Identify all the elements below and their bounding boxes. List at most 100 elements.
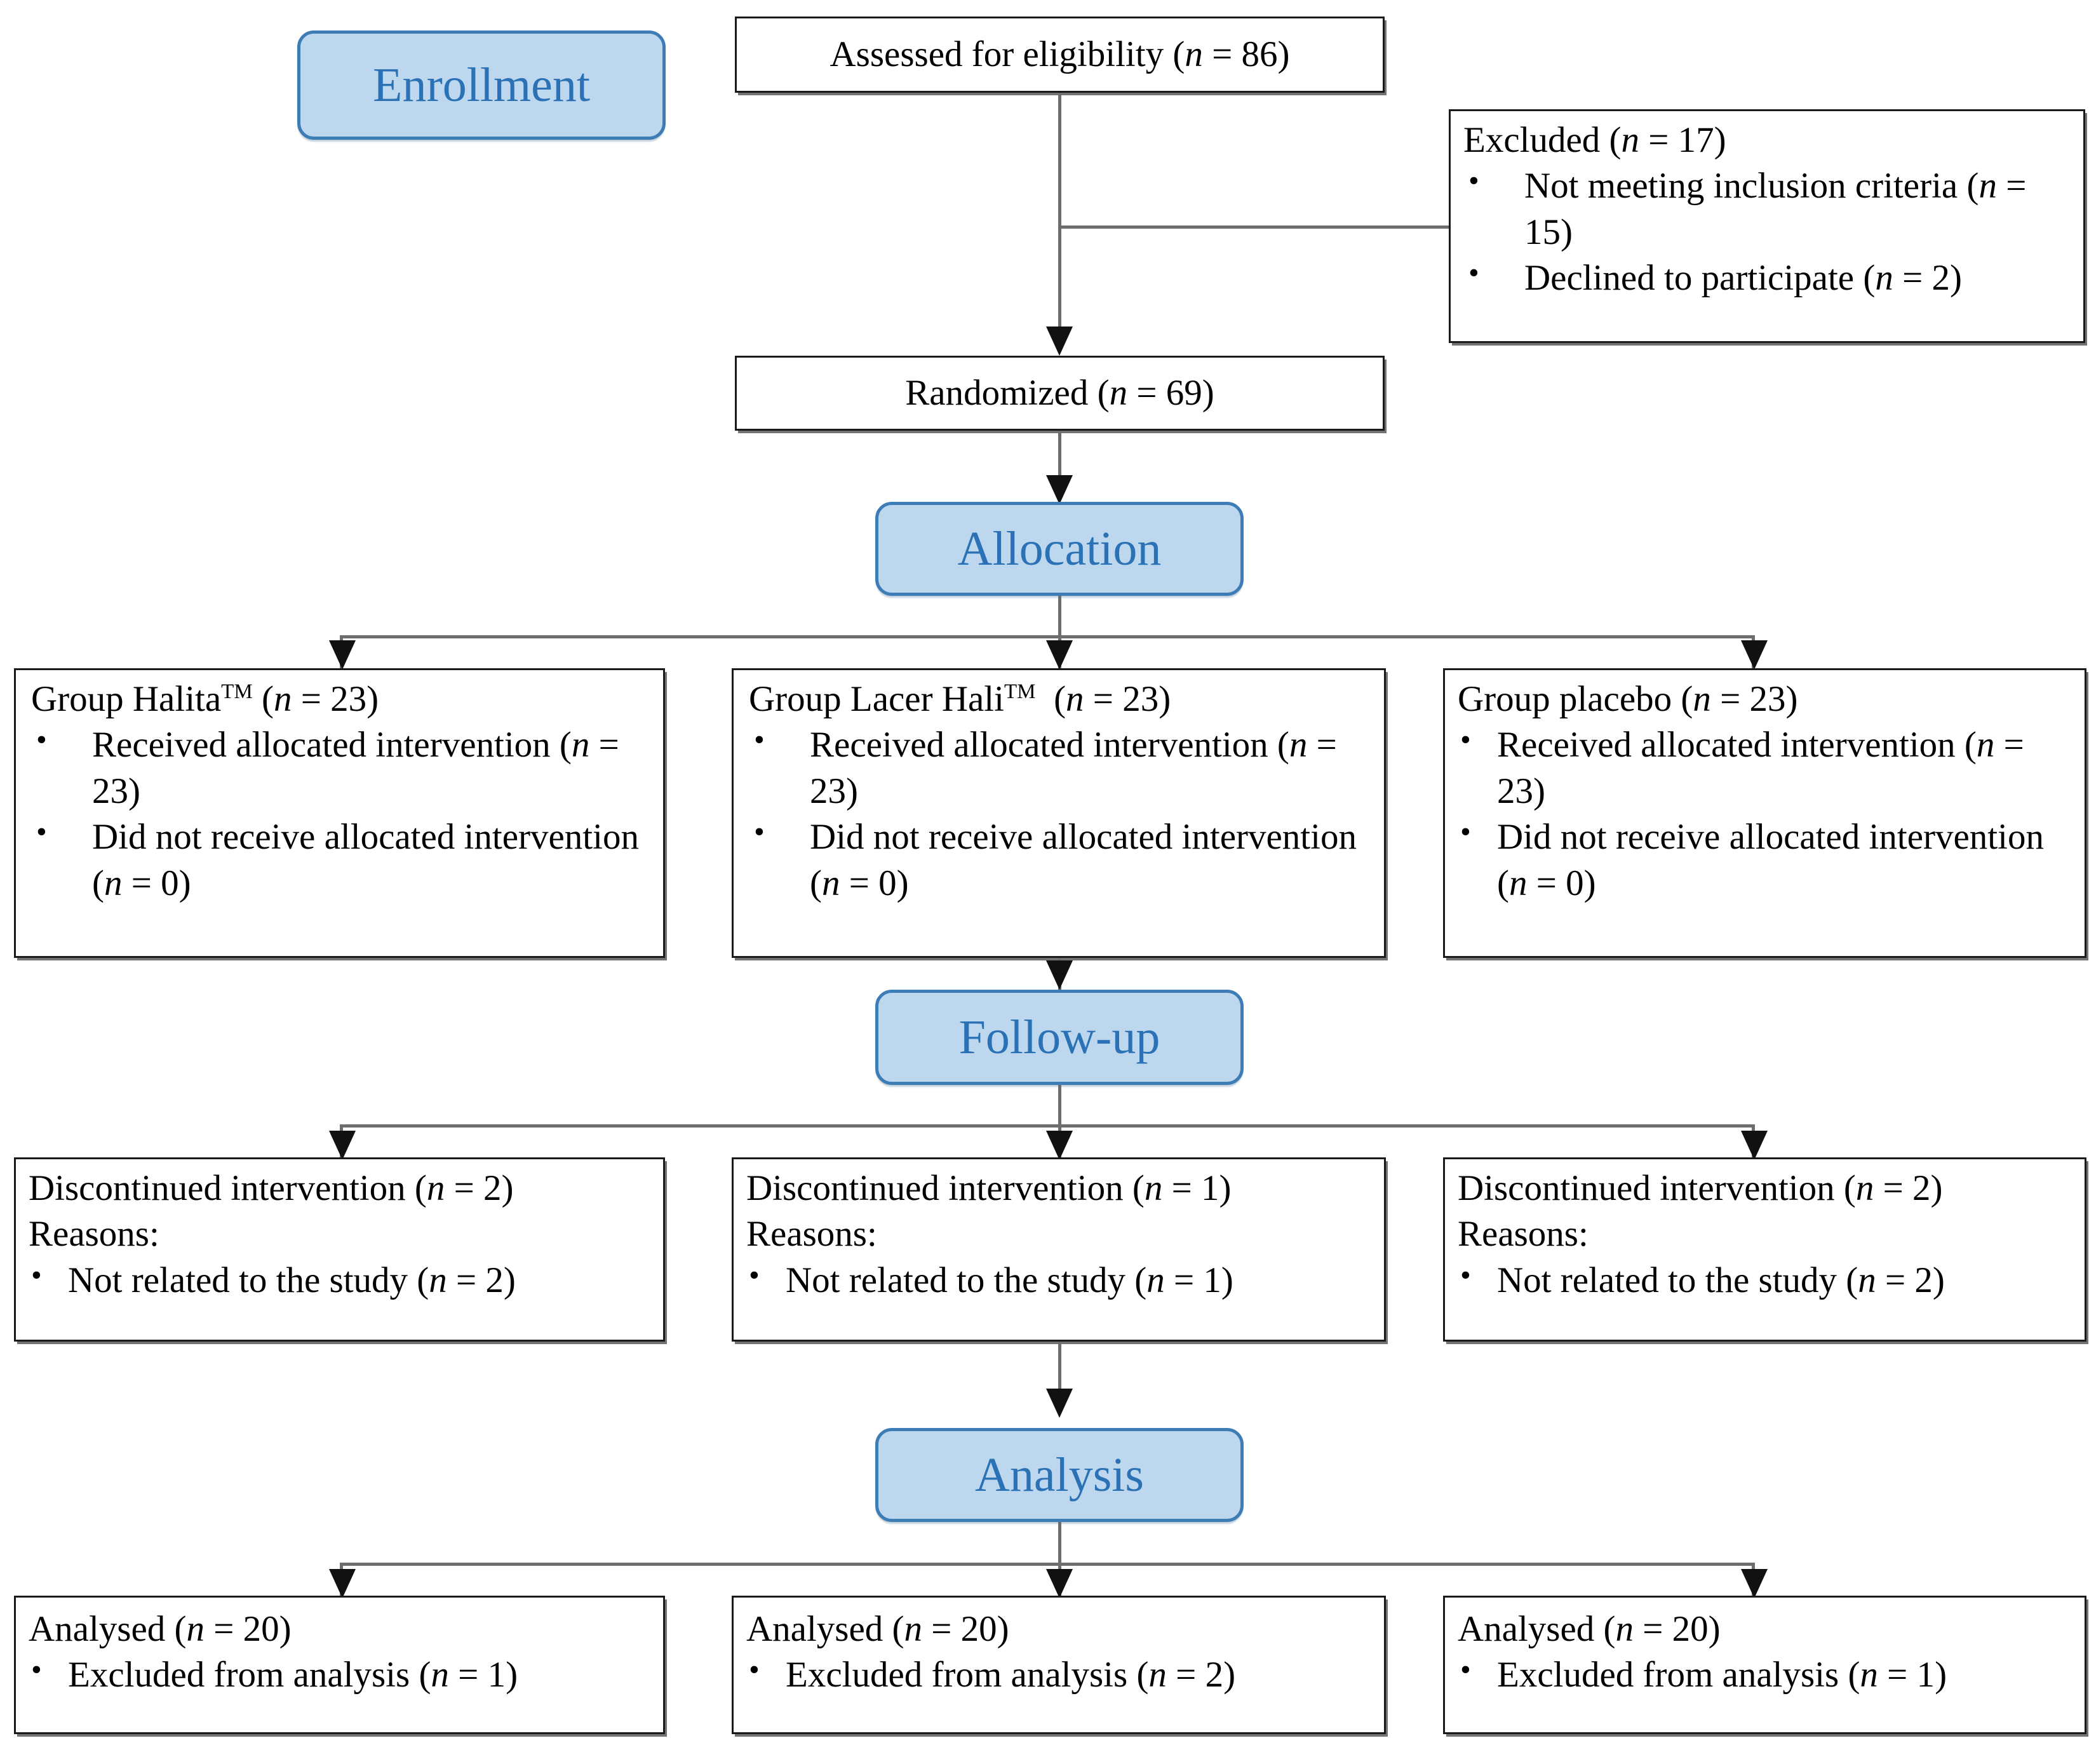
- arrowhead-analysis-right: [1741, 1569, 1768, 1598]
- followup-1-list: Not related to the study (n = 2): [29, 1256, 654, 1303]
- arrowhead-followup-right: [1741, 1131, 1768, 1160]
- arrowhead-analysis-center: [1046, 1569, 1073, 1598]
- list-item: Did not receive allocated intervention (…: [1458, 813, 2076, 906]
- followup-2-n: 1: [1201, 1168, 1219, 1208]
- arrowhead-allocation-left: [329, 640, 356, 670]
- arrowhead-followup-center: [1046, 1131, 1073, 1160]
- list-item: Not related to the study (n = 2): [1458, 1256, 2076, 1303]
- arrowhead-allocation: [1046, 475, 1073, 504]
- connector-allocation-stem: [1058, 596, 1061, 672]
- connector-analysis-stem: [1058, 1522, 1061, 1599]
- connector-assessed-to-excluded: [1058, 226, 1451, 229]
- analysis-2-heading: Analysed (n = 20): [746, 1609, 1009, 1649]
- followup-3-list: Not related to the study (n = 2): [1458, 1256, 2076, 1303]
- list-item: Not meeting inclusion criteria (n = 15): [1463, 162, 2072, 255]
- box-analysis-group-3: Analysed (n = 20) Excluded from analysis…: [1443, 1596, 2086, 1734]
- list-item: Excluded from analysis (n = 2): [746, 1651, 1375, 1698]
- followup-1-reasons-label: Reasons:: [29, 1214, 159, 1255]
- followup-3-heading: Discontinued intervention (n = 2): [1458, 1168, 1943, 1208]
- arrowhead-randomized: [1046, 327, 1073, 356]
- followup-2-reasons-label: Reasons:: [746, 1214, 877, 1255]
- box-allocation-group-2: Group Lacer HaliTM (n = 23) Received all…: [732, 668, 1386, 958]
- stage-badge-followup: Follow-up: [875, 990, 1244, 1085]
- assessed-text: Assessed for eligibility (n = 86): [830, 34, 1290, 74]
- followup-3-n: 2: [1912, 1168, 1931, 1208]
- allocation-group-1-heading: Group HalitaTM (n = 23): [31, 679, 379, 719]
- connector-followup-stem: [1058, 1085, 1061, 1162]
- box-analysis-group-2: Analysed (n = 20) Excluded from analysis…: [732, 1596, 1386, 1734]
- assessed-n: 86: [1241, 34, 1278, 74]
- followup-1-n: 2: [483, 1168, 502, 1208]
- analysis-3-excluded-n: 1: [1916, 1655, 1935, 1695]
- stage-badge-followup-label: Follow-up: [958, 1010, 1160, 1064]
- allocation-group-2-heading: Group Lacer HaliTM (n = 23): [749, 679, 1171, 719]
- arrowhead-followup: [1046, 960, 1073, 990]
- arrowhead-followup-left: [329, 1131, 356, 1160]
- stage-badge-allocation: Allocation: [875, 502, 1244, 596]
- followup-3-reasons-label: Reasons:: [1458, 1214, 1589, 1255]
- allocation-group-2-list: Received allocated intervention (n = 23)…: [749, 721, 1375, 906]
- list-item: Excluded from analysis (n = 1): [1458, 1651, 2076, 1698]
- followup-2-heading: Discontinued intervention (n = 1): [746, 1168, 1232, 1208]
- analysis-2-list: Excluded from analysis (n = 2): [746, 1651, 1375, 1698]
- box-excluded: Excluded (n = 17) Not meeting inclusion …: [1449, 109, 2085, 343]
- analysis-2-n: 20: [960, 1609, 997, 1649]
- connector-randomized-to-allocation: [1058, 431, 1061, 489]
- stage-badge-enrollment: Enrollment: [297, 30, 666, 140]
- list-item: Not related to the study (n = 2): [29, 1256, 654, 1303]
- analysis-1-excluded-n: 1: [487, 1655, 506, 1695]
- box-allocation-group-3: Group placebo (n = 23) Received allocate…: [1443, 668, 2086, 958]
- stage-badge-analysis: Analysis: [875, 1428, 1244, 1522]
- allocation-group-2-n: 23: [1122, 679, 1159, 719]
- excluded-heading: Excluded (n = 17): [1463, 120, 1726, 160]
- allocation-group-1-n: 23: [330, 679, 367, 719]
- connector-followup-bus: [340, 1124, 1755, 1128]
- excluded-reason-list: Not meeting inclusion criteria (n = 15) …: [1463, 162, 2072, 301]
- trademark-symbol: TM: [1004, 680, 1036, 703]
- excluded-n: 17: [1677, 120, 1714, 160]
- arrowhead-analysis-left: [329, 1569, 356, 1598]
- stage-badge-allocation-label: Allocation: [957, 522, 1162, 576]
- list-item: Excluded from analysis (n = 1): [29, 1651, 654, 1698]
- connector-allocation-bus: [340, 635, 1755, 638]
- followup-2-list: Not related to the study (n = 1): [746, 1256, 1375, 1303]
- stage-badge-analysis-label: Analysis: [975, 1448, 1144, 1502]
- connector-followup-to-analysis: [1058, 1342, 1061, 1410]
- allocation-group-1-list: Received allocated intervention (n = 23)…: [31, 721, 654, 906]
- arrowhead-analysis: [1046, 1389, 1073, 1418]
- box-followup-group-3: Discontinued intervention (n = 2) Reason…: [1443, 1157, 2086, 1342]
- analysis-3-list: Excluded from analysis (n = 1): [1458, 1651, 2076, 1698]
- arrowhead-allocation-center: [1046, 640, 1073, 670]
- list-item: Did not receive allocated intervention (…: [749, 813, 1375, 906]
- stage-badge-enrollment-label: Enrollment: [373, 58, 590, 112]
- list-item: Declined to participate (n = 2): [1463, 254, 2072, 301]
- list-item: Did not receive allocated intervention (…: [31, 813, 654, 906]
- randomized-n: 69: [1165, 372, 1202, 413]
- allocation-group-3-n: 23: [1749, 679, 1786, 719]
- analysis-2-excluded-n: 2: [1205, 1655, 1224, 1695]
- allocation-group-3-list: Received allocated intervention (n = 23)…: [1458, 721, 2076, 906]
- list-item: Received allocated intervention (n = 23): [31, 721, 654, 814]
- box-followup-group-1: Discontinued intervention (n = 2) Reason…: [14, 1157, 665, 1342]
- analysis-3-n: 20: [1672, 1609, 1709, 1649]
- list-item: Received allocated intervention (n = 23): [749, 721, 1375, 814]
- box-assessed-for-eligibility: Assessed for eligibility (n = 86): [735, 17, 1385, 93]
- trademark-symbol: TM: [221, 680, 253, 703]
- connector-analysis-bus: [340, 1563, 1755, 1566]
- box-allocation-group-1: Group HalitaTM (n = 23) Received allocat…: [14, 668, 665, 958]
- list-item: Received allocated intervention (n = 23): [1458, 721, 2076, 814]
- randomized-text: Randomized (n = 69): [905, 372, 1214, 413]
- analysis-1-n: 20: [243, 1609, 279, 1649]
- analysis-3-heading: Analysed (n = 20): [1458, 1609, 1721, 1649]
- arrowhead-allocation-right: [1741, 640, 1768, 670]
- excluded-reason-1-n: 15: [1524, 212, 1561, 252]
- list-item: Not related to the study (n = 1): [746, 1256, 1375, 1303]
- allocation-group-3-heading: Group placebo (n = 23): [1458, 679, 1798, 719]
- analysis-1-heading: Analysed (n = 20): [29, 1609, 292, 1649]
- excluded-reason-2-n: 2: [1931, 258, 1950, 299]
- box-followup-group-2: Discontinued intervention (n = 1) Reason…: [732, 1157, 1386, 1342]
- analysis-1-list: Excluded from analysis (n = 1): [29, 1651, 654, 1698]
- box-analysis-group-1: Analysed (n = 20) Excluded from analysis…: [14, 1596, 665, 1734]
- connector-assessed-to-randomized: [1058, 93, 1061, 332]
